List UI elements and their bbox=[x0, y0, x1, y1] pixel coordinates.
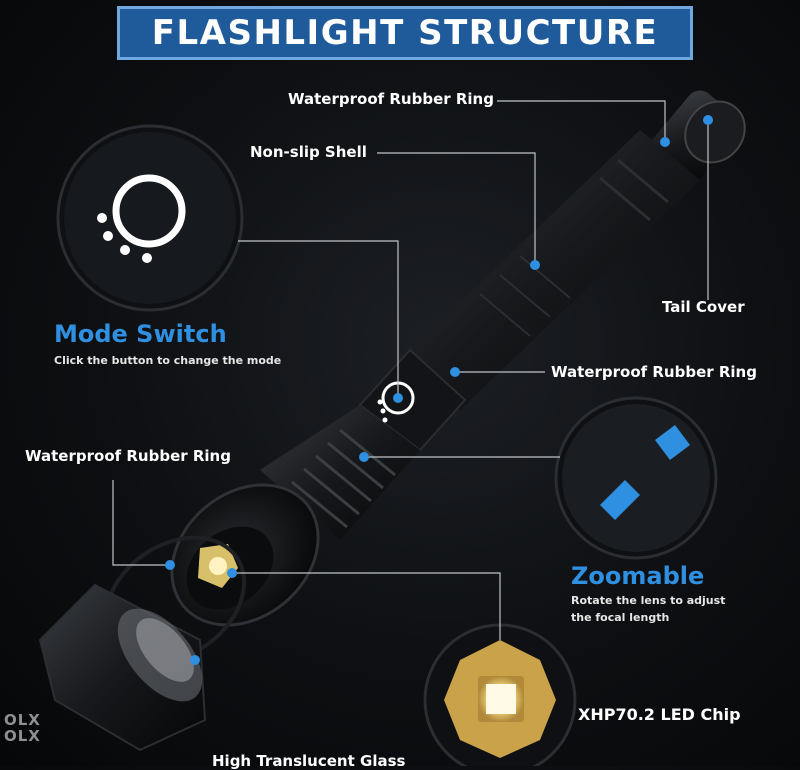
title-banner: FLASHLIGHT STRUCTURE bbox=[117, 6, 693, 60]
label-tail-cover: Tail Cover bbox=[662, 298, 745, 316]
page-title: FLASHLIGHT STRUCTURE bbox=[151, 13, 659, 53]
label-waterproof-ring-top: Waterproof Rubber Ring bbox=[288, 90, 494, 108]
body-tube bbox=[400, 130, 700, 410]
label-non-slip-shell: Non-slip Shell bbox=[250, 143, 367, 161]
mode-switch-callout bbox=[56, 124, 244, 312]
watermark-line-2: OLX bbox=[4, 727, 41, 745]
ribbed-neck bbox=[260, 405, 420, 540]
led-chip-callout bbox=[423, 623, 577, 766]
label-waterproof-ring-middle: Waterproof Rubber Ring bbox=[551, 363, 757, 381]
watermark-line-1: OLX bbox=[4, 711, 41, 729]
zoomable-description-line-1: Rotate the lens to adjust bbox=[571, 594, 726, 607]
zoomable-description: Rotate the lens to adjust the focal leng… bbox=[571, 592, 725, 626]
label-led-chip: XHP70.2 LED Chip bbox=[578, 705, 741, 724]
hotspot-dots bbox=[165, 115, 713, 665]
olx-watermark: OLX OLX bbox=[4, 712, 41, 744]
label-waterproof-ring-left: Waterproof Rubber Ring bbox=[25, 447, 231, 465]
bezel-cap bbox=[38, 583, 207, 752]
label-high-translucent-glass: High Translucent Glass bbox=[212, 752, 406, 770]
mode-switch-description: Click the button to change the mode bbox=[54, 354, 282, 367]
flashlight-head bbox=[170, 483, 320, 627]
zoomable-description-line-2: the focal length bbox=[571, 611, 670, 624]
mode-switch-title: Mode Switch bbox=[54, 320, 227, 348]
zoomable-callout bbox=[554, 396, 718, 560]
leader-lines bbox=[112, 100, 709, 640]
zoomable-title: Zoomable bbox=[571, 562, 705, 590]
